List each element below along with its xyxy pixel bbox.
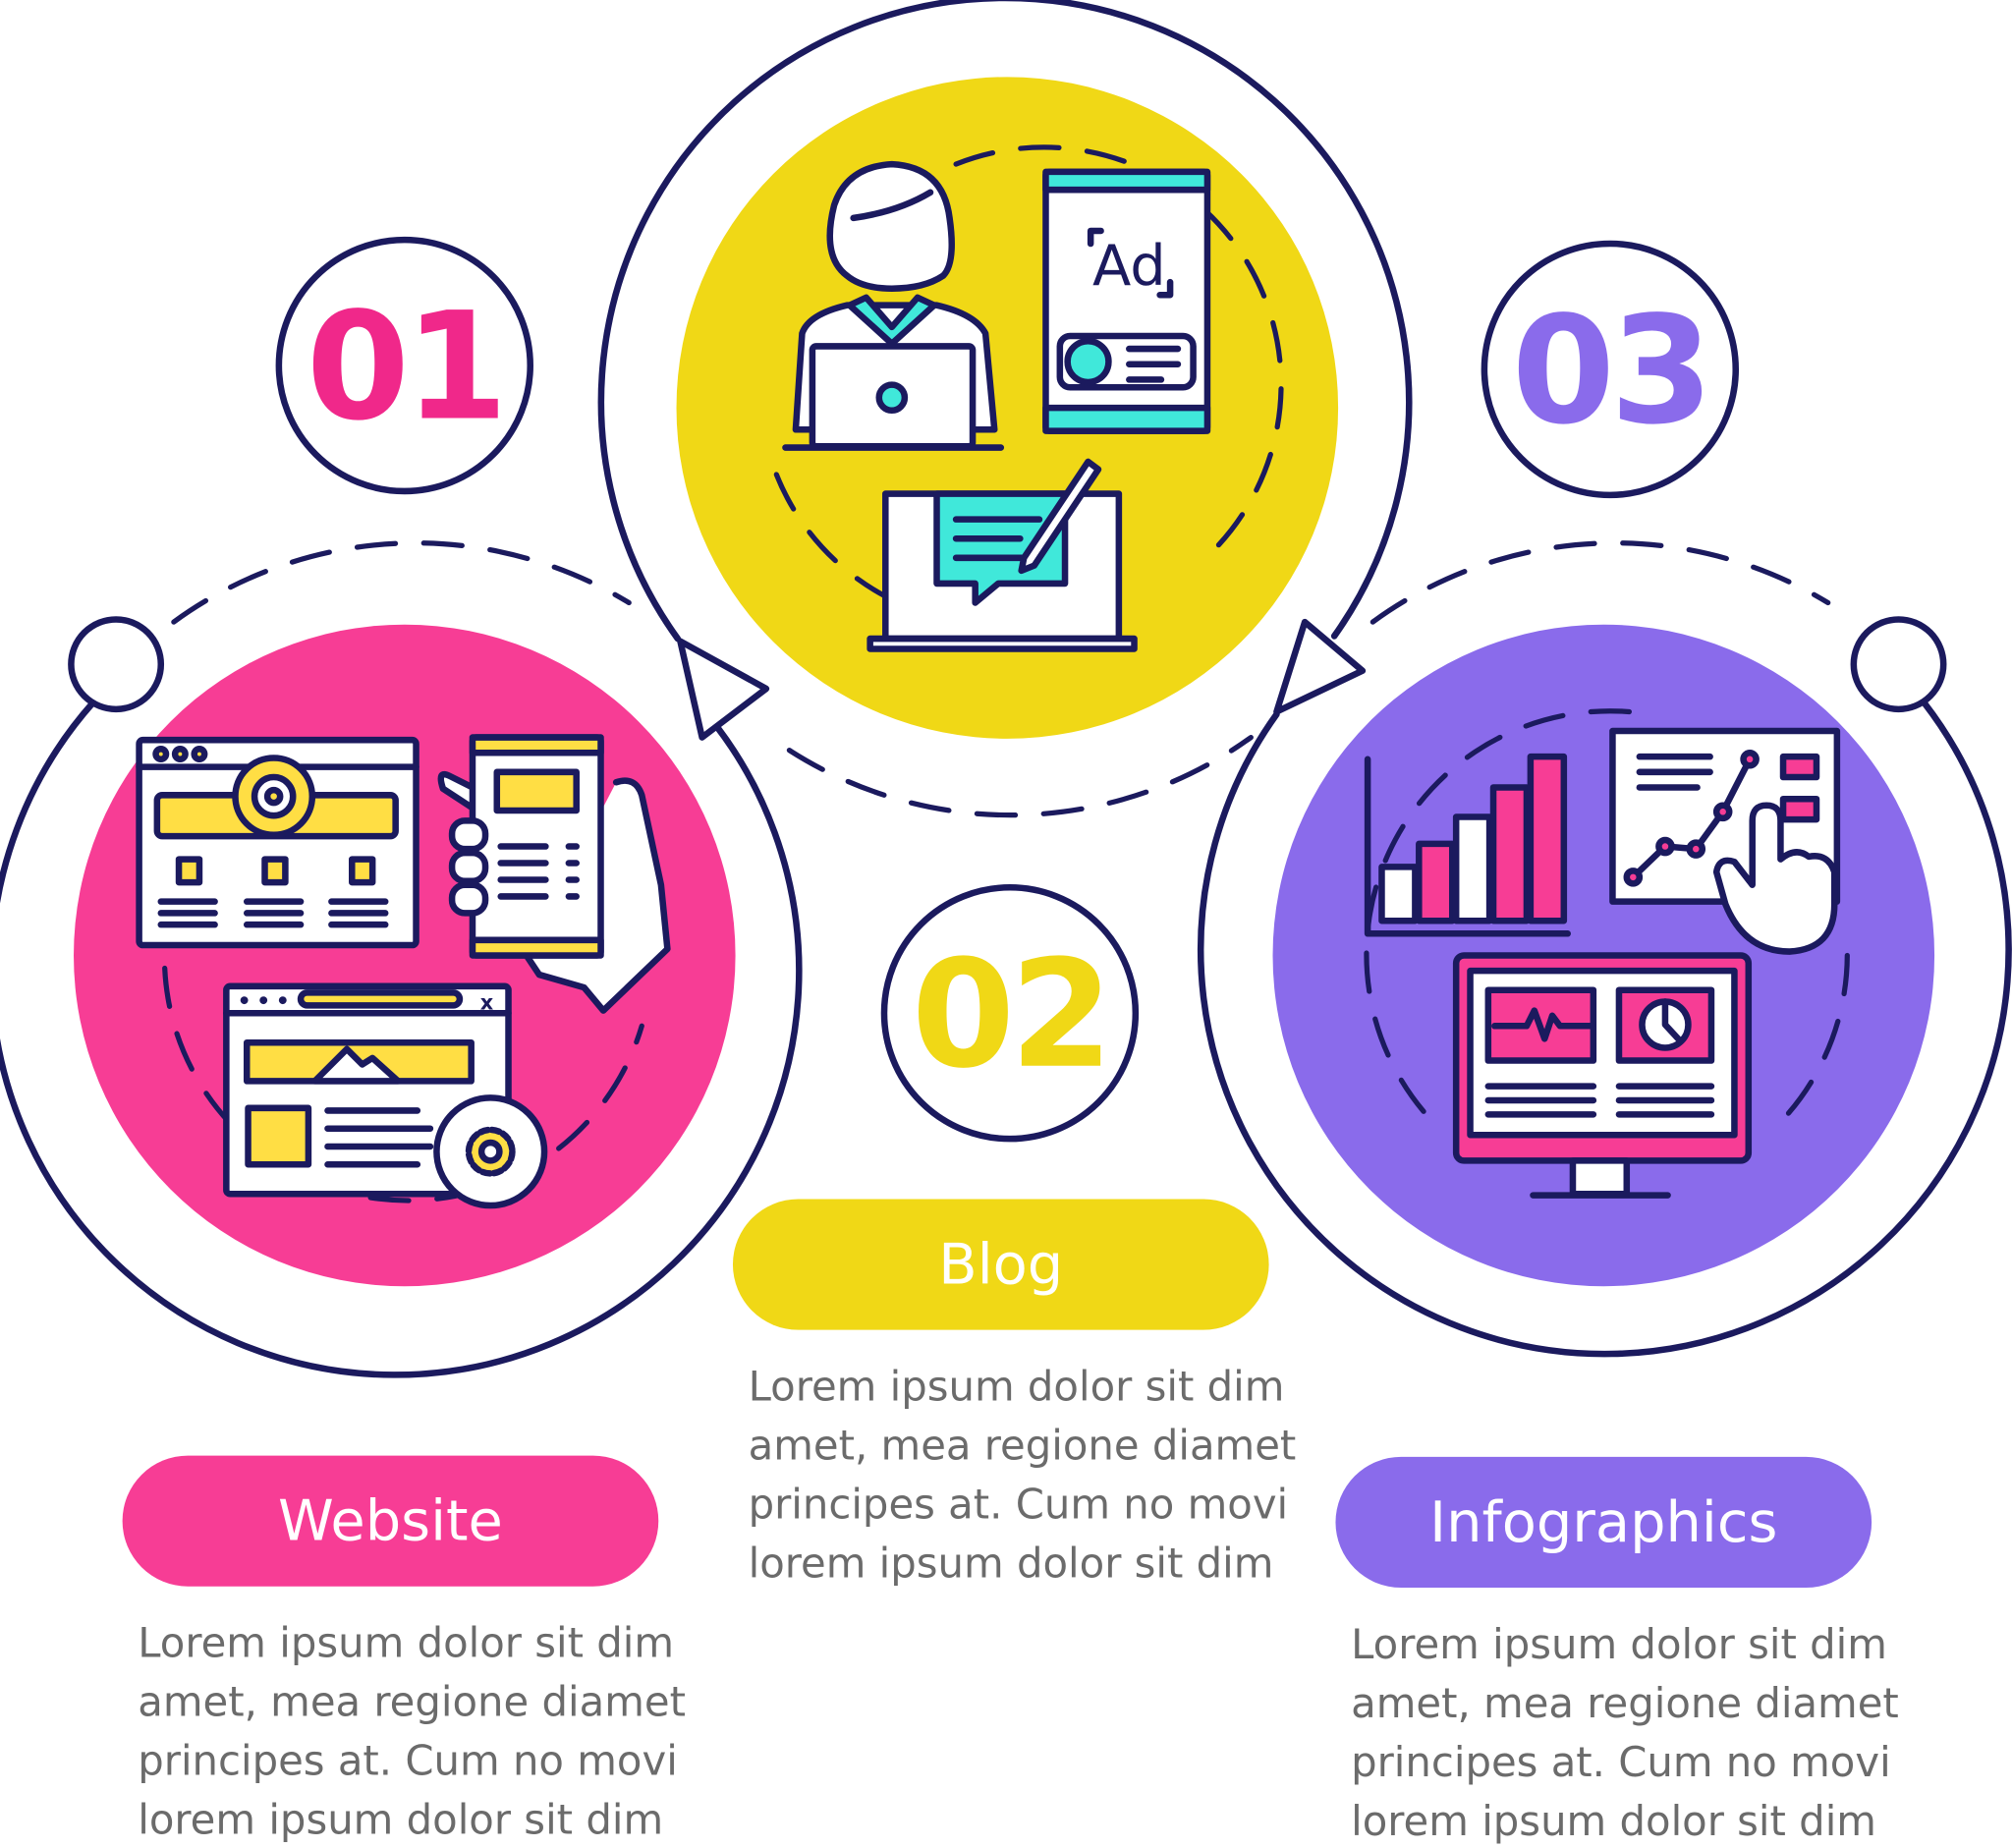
number-01-text: 01 <box>307 280 503 454</box>
desc-line: principes at. Cum no movi <box>749 1481 1289 1529</box>
desc-line: lorem ipsum dolor sit dim <box>138 1796 663 1844</box>
ad-label: Ad <box>1092 233 1166 299</box>
infographics-title: Infographics <box>1429 1489 1777 1555</box>
arrow-head-1 <box>677 638 770 741</box>
arrow-head-2 <box>1273 618 1367 715</box>
website-title: Website <box>278 1488 503 1554</box>
blog-icon: Ad <box>782 160 1211 652</box>
desc-line: Lorem ipsum dolor sit dim <box>1351 1620 1887 1668</box>
inner-dash-1 <box>162 965 644 1204</box>
desc-line: Lorem ipsum dolor sit dim <box>749 1362 1285 1410</box>
inner-dash-3b <box>1773 952 1850 1129</box>
website-icon: x <box>136 734 671 1209</box>
desc-line: principes at. Cum no movi <box>138 1737 678 1785</box>
step-number-02: 02 <box>880 884 1140 1143</box>
ring-2 <box>597 0 1413 643</box>
desc-line: lorem ipsum dolor sit dim <box>749 1540 1274 1588</box>
svg-text:x: x <box>480 990 494 1014</box>
number-03-text: 03 <box>1512 283 1708 457</box>
inner-dash-2b <box>773 472 888 599</box>
blog-description: Lorem ipsum dolor sit dim amet, mea regi… <box>749 1362 1297 1587</box>
end-node-circle <box>1850 616 1947 713</box>
blog-pill: Blog <box>732 1199 1269 1330</box>
desc-line: amet, mea regione diamet <box>138 1678 686 1726</box>
blog-title: Blog <box>938 1232 1063 1298</box>
infographics-icon <box>1364 727 1841 1199</box>
desc-line: amet, mea regione diamet <box>749 1421 1297 1469</box>
ring-1 <box>0 700 803 1378</box>
dashed-arc-3 <box>1369 540 1831 625</box>
inner-dash-2a <box>953 144 1284 554</box>
step-number-01: 01 <box>275 236 533 495</box>
step-number-03: 03 <box>1481 240 1740 499</box>
inner-dash-3a <box>1364 708 1633 1129</box>
outline-rings <box>0 0 2012 1378</box>
infographics-description: Lorem ipsum dolor sit dim amet, mea regi… <box>1351 1620 1899 1845</box>
desc-line: lorem ipsum dolor sit dim <box>1351 1797 1876 1845</box>
infographics-pill: Infographics <box>1335 1456 1872 1589</box>
desc-line: principes at. Cum no movi <box>1351 1738 1891 1786</box>
website-pill: Website <box>122 1455 659 1587</box>
desc-line: amet, mea regione diamet <box>1351 1679 1899 1727</box>
website-description: Lorem ipsum dolor sit dim amet, mea regi… <box>138 1619 686 1844</box>
dashed-arc-2 <box>786 734 1254 818</box>
desc-line: Lorem ipsum dolor sit dim <box>138 1619 674 1667</box>
ring-3 <box>1197 700 2012 1358</box>
dashed-arc-1 <box>171 540 632 625</box>
number-02-text: 02 <box>912 927 1108 1101</box>
start-node-circle <box>68 616 165 713</box>
